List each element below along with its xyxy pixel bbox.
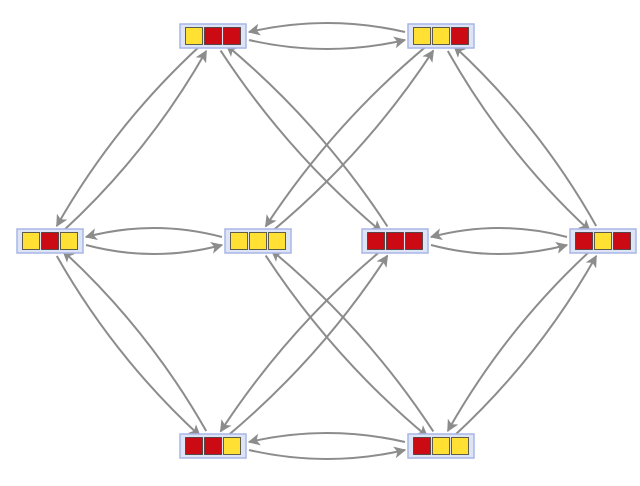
edge-n-mid-center-a-to-n-top-right (270, 49, 435, 233)
edge-n-mid-left-to-n-mid-center-a (85, 241, 224, 255)
edge-n-mid-center-a-to-n-mid-left (84, 227, 223, 241)
edge-n-mid-center-b-to-n-top-left (225, 44, 389, 227)
node-mid-center-b[interactable] (361, 228, 429, 254)
cell-yellow (249, 232, 267, 250)
node-bottom-right[interactable] (407, 433, 475, 459)
edge-n-top-left-to-n-top-right (248, 36, 407, 50)
edge-n-top-left-to-n-mid-center-b (219, 50, 383, 233)
node-bottom-left[interactable] (179, 433, 247, 459)
cell-red (185, 437, 203, 455)
edge-n-top-right-to-n-mid-center-a (264, 44, 429, 228)
cell-yellow (432, 437, 450, 455)
cell-yellow (268, 232, 286, 250)
node-top-left[interactable] (179, 23, 247, 49)
cell-yellow (22, 232, 40, 250)
cell-red (451, 27, 469, 45)
edge-n-top-left-to-n-mid-left (55, 45, 201, 228)
edge-n-mid-center-b-to-n-mid-right (430, 241, 569, 255)
nodes-layer (16, 23, 637, 459)
edge-n-mid-left-to-n-top-left (62, 49, 208, 232)
cell-red (413, 437, 431, 455)
node-mid-right[interactable] (569, 228, 637, 254)
cell-yellow (230, 232, 248, 250)
cell-yellow (185, 27, 203, 45)
node-mid-left[interactable] (16, 228, 84, 254)
edge-n-bottom-left-to-n-mid-center-b (225, 254, 389, 438)
cell-yellow (594, 232, 612, 250)
edge-n-mid-left-to-n-bottom-left (55, 255, 201, 437)
cell-red (613, 232, 631, 250)
edge-n-mid-right-to-n-mid-center-b (429, 227, 568, 241)
edge-n-bottom-left-to-n-mid-left (62, 250, 208, 432)
edge-n-mid-right-to-n-top-right (453, 45, 598, 227)
edge-n-top-right-to-n-mid-right (446, 50, 591, 232)
edges-layer (55, 22, 598, 460)
edge-n-bottom-right-to-n-bottom-left (247, 432, 406, 446)
cell-yellow (223, 437, 241, 455)
edge-n-bottom-left-to-n-bottom-right (248, 446, 407, 460)
node-top-right[interactable] (407, 23, 475, 49)
edge-n-mid-center-b-to-n-bottom-left (219, 249, 383, 433)
cell-red (204, 27, 222, 45)
cell-yellow (432, 27, 450, 45)
cell-red (204, 437, 222, 455)
cell-red (223, 27, 241, 45)
node-mid-center-a[interactable] (224, 228, 292, 254)
edge-n-bottom-right-to-n-mid-center-a (270, 249, 435, 432)
edge-n-mid-right-to-n-bottom-right (446, 250, 591, 433)
cell-red (575, 232, 593, 250)
cell-red (405, 232, 423, 250)
cell-red (386, 232, 404, 250)
cell-yellow (451, 437, 469, 455)
cell-yellow (60, 232, 78, 250)
edge-n-bottom-right-to-n-mid-right (453, 254, 598, 437)
cell-red (367, 232, 385, 250)
cell-red (41, 232, 59, 250)
edge-n-mid-center-a-to-n-bottom-right (264, 255, 429, 438)
edge-n-top-right-to-n-top-left (247, 22, 406, 36)
cell-yellow (413, 27, 431, 45)
